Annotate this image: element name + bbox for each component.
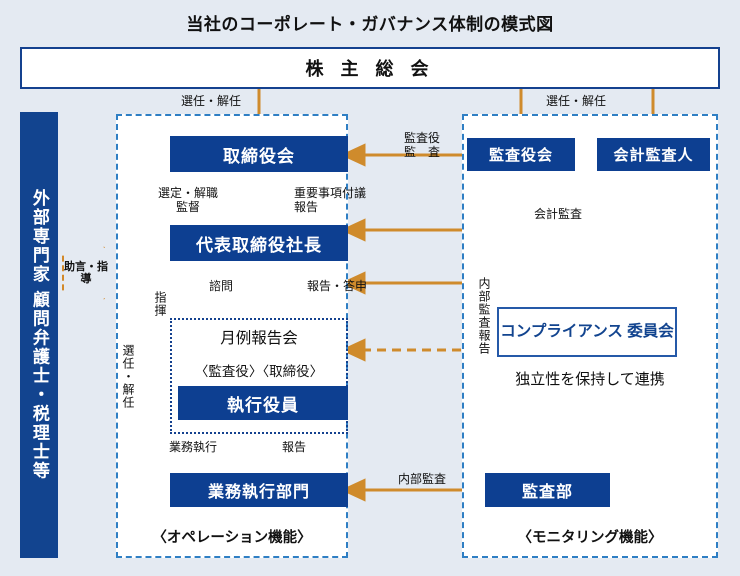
label-report-reply: 報告・答申 xyxy=(306,279,367,293)
box-external-experts: 外部専門家 顧問弁護士・税理士等 xyxy=(20,112,58,558)
label-internal-audit: 内部監査 xyxy=(397,472,446,486)
label-consult: 諮問 xyxy=(208,279,233,293)
monthly-meeting-title: 月例報告会 xyxy=(220,330,298,347)
box-president: 代表取締役社長 xyxy=(170,225,348,261)
label-appoint-dismiss-exec: 選任・解任 xyxy=(121,343,135,409)
box-accounting-auditor: 会計監査人 xyxy=(597,138,710,171)
panel-monitoring-caption: 〈モニタリング機能〉 xyxy=(517,530,663,546)
label-appoint-dismiss-right: 選任・解任 xyxy=(545,94,606,108)
label-internal-audit-report: 内部監査報告 xyxy=(477,277,491,355)
panel-operations-caption: 〈オペレーション機能〉 xyxy=(152,530,312,546)
label-select-dismiss-supervise: 選定・解職 監督 xyxy=(157,186,218,215)
box-operations-division: 業務執行部門 xyxy=(170,473,348,507)
advice-label: 助言・指導 xyxy=(64,260,108,285)
note-independence: 独立性を保持して連携 xyxy=(515,371,665,388)
monthly-meeting-subtitle: 〈監査役〉〈取締役〉 xyxy=(194,364,324,379)
label-auditor-audit: 監査役 監 査 xyxy=(403,131,440,160)
box-shareholders-meeting: 株 主 総 会 xyxy=(20,47,720,89)
label-business-execution: 業務執行 xyxy=(168,440,217,454)
label-command: 指揮 xyxy=(153,291,167,317)
box-board-of-directors: 取締役会 xyxy=(170,136,348,172)
label-report: 報告 xyxy=(281,440,306,454)
label-important-matters-report: 重要事項付議 報告 xyxy=(294,186,367,215)
box-board-of-auditors: 監査役会 xyxy=(467,138,575,171)
box-executive-officers: 執行役員 xyxy=(178,386,348,420)
group-monthly-report-meeting xyxy=(170,318,348,434)
page-title: 当社のコーポレート・ガバナンス体制の模式図 xyxy=(186,15,554,34)
box-compliance-committee: コンプライアンス 委員会 xyxy=(497,307,677,357)
label-accounting-audit: 会計監査 xyxy=(533,207,582,221)
callout-advice-guidance: 助言・指導 xyxy=(62,246,120,300)
label-appoint-dismiss-left: 選任・解任 xyxy=(180,94,241,108)
box-audit-department: 監査部 xyxy=(485,473,610,507)
